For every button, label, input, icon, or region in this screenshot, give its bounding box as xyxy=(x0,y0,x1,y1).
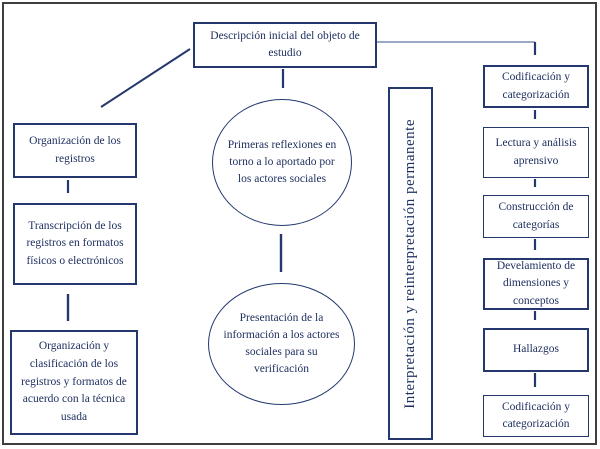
bar-interpretacion-permanente: Interpretación y reinterpretación perman… xyxy=(388,87,433,440)
circle-primeras-reflexiones: Primeras reflexiones en torno a lo aport… xyxy=(212,99,352,226)
box-construccion-categorias: Construcción de categorías xyxy=(483,195,589,238)
vertical-bar-label: Interpretación y reinterpretación perman… xyxy=(402,118,419,409)
box-codificacion-categorizacion-2: Codificación y categorización xyxy=(483,395,589,437)
box-organizacion-registros: Organización de los registros xyxy=(13,123,137,178)
box-develamiento-dimensiones: Develamiento de dimensiones y conceptos xyxy=(483,258,589,310)
box-organizacion-clasificacion: Organización y clasificación de los regi… xyxy=(10,330,138,435)
box-codificacion-categorizacion-1: Codificación y categorización xyxy=(483,65,589,108)
box-lectura-analisis: Lectura y análisis aprensivo xyxy=(483,127,589,178)
circle-presentacion-informacion: Presentación de la información a los act… xyxy=(208,283,355,405)
arrow-top-to-left1 xyxy=(100,48,191,108)
box-hallazgos: Hallazgos xyxy=(483,328,589,372)
box-transcripcion-registros: Transcripción de los registros en format… xyxy=(13,203,137,285)
box-descripcion-inicial: Descripción inicial del objeto de estudi… xyxy=(193,22,377,68)
